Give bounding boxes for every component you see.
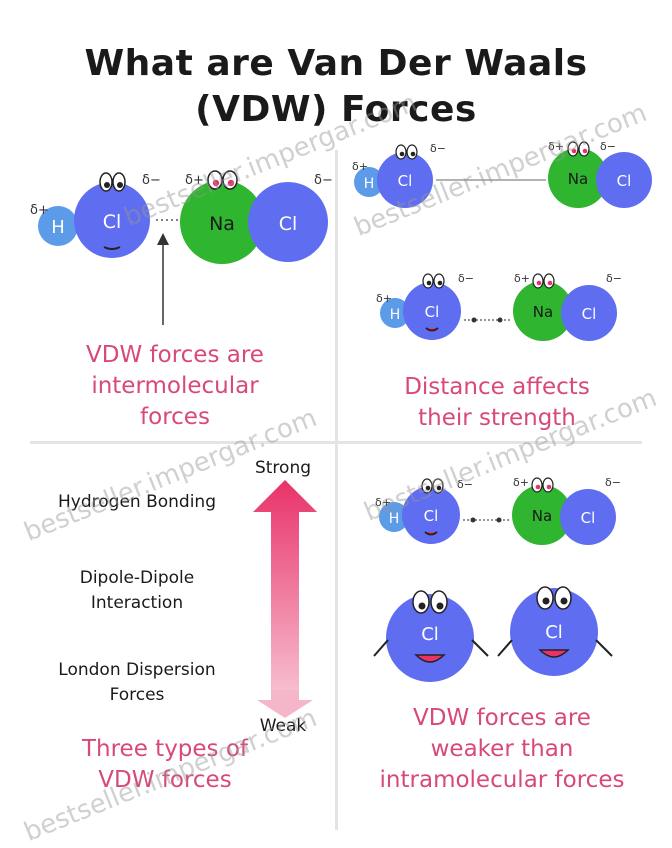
- delta-plus-label: δ+: [30, 203, 49, 218]
- delta-minus-label: δ−: [457, 478, 473, 491]
- h-atom-label: H: [389, 511, 400, 527]
- hydrogen-bonding-label: Hydrogen Bonding: [58, 492, 216, 512]
- cl-atom-label: Cl: [581, 509, 596, 527]
- eye-icon: [112, 172, 126, 192]
- delta-minus-label: δ−: [142, 173, 161, 188]
- mouth-icon: [103, 246, 121, 250]
- delta-minus-label: δ−: [606, 272, 622, 285]
- na-atom-label: Na: [209, 213, 235, 235]
- cl-atom: [596, 152, 652, 208]
- delta-minus-label: δ−: [314, 173, 333, 188]
- cl-atom: [74, 182, 150, 258]
- caption-line: Three types of: [81, 736, 249, 762]
- strength-arrow-up: [253, 480, 317, 700]
- cl-atom-label: Cl: [617, 172, 632, 190]
- caption-line: Distance affects: [404, 374, 590, 400]
- delta-minus-label: δ−: [600, 140, 616, 153]
- delta-plus-label: δ+: [548, 140, 564, 153]
- caption-top-left: VDW forces are intermolecular forces: [40, 340, 310, 433]
- h-atom: [379, 502, 409, 532]
- caption-line: VDW forces: [98, 767, 232, 793]
- vertical-divider: [335, 150, 338, 830]
- label-line: London Dispersion: [58, 660, 216, 680]
- h-atom-label: H: [51, 217, 65, 238]
- strength-arrow-down: [257, 690, 313, 718]
- na-atom-label: Na: [532, 507, 552, 525]
- label-line: Dipole-Dipole: [79, 568, 195, 588]
- delta-plus-label: δ+: [376, 292, 392, 305]
- caption-top-right: Distance affects their strength: [362, 372, 632, 434]
- cl-atom: [248, 182, 328, 262]
- cl-atom-label: Cl: [279, 213, 298, 235]
- cl-atom-label: Cl: [425, 303, 440, 321]
- delta-plus-label: δ+: [513, 476, 529, 489]
- eye-icon: [99, 172, 113, 192]
- caption-line: their strength: [418, 405, 576, 431]
- cl-atom-label: Cl: [545, 622, 563, 643]
- delta-plus-label: δ+: [185, 173, 204, 188]
- caption-line: intermolecular: [91, 373, 259, 399]
- weak-label: Weak: [259, 716, 307, 736]
- horizontal-divider: [30, 441, 642, 444]
- cl-atom-large: [510, 588, 598, 676]
- delta-minus-label: δ−: [605, 476, 621, 489]
- h-atom: [38, 206, 78, 246]
- cl-atom-label: Cl: [398, 172, 413, 190]
- page-title-line2: (VDW) Forces: [195, 89, 477, 130]
- na-atom-label: Na: [533, 303, 553, 321]
- caption-line: weaker than: [430, 736, 574, 762]
- h-atom-label: H: [390, 307, 401, 323]
- cl-atom-label: Cl: [103, 211, 122, 233]
- top-left-molecules: H Cl δ+ δ− Na Cl δ+ δ−: [30, 170, 333, 325]
- na-atom: [180, 180, 264, 264]
- top-right-molecules: H Cl δ+ δ− Na Cl δ+ δ− H Cl δ+ δ−: [352, 140, 652, 341]
- label-line: Interaction: [90, 593, 184, 613]
- delta-plus-label: δ+: [375, 496, 391, 509]
- cl-atom: [561, 285, 617, 341]
- cl-atom-label: Cl: [421, 624, 439, 645]
- delta-plus-label: δ+: [514, 272, 530, 285]
- london-dispersion-label: London Dispersion Forces: [22, 658, 252, 708]
- caption-bottom-left: Three types of VDW forces: [40, 734, 290, 796]
- cl-atom: [560, 489, 616, 545]
- na-atom: [548, 148, 608, 208]
- delta-plus-label: δ+: [352, 160, 368, 173]
- delta-minus-label: δ−: [458, 272, 474, 285]
- caption-line: forces: [140, 404, 210, 430]
- page-title-line1: What are Van Der Waals: [84, 43, 588, 84]
- caption-line: VDW forces are: [86, 342, 264, 368]
- na-atom: [513, 281, 573, 341]
- na-atom: [512, 485, 572, 545]
- cl-atom: [377, 152, 433, 208]
- strong-label: Strong: [254, 458, 312, 478]
- label-line: Forces: [109, 685, 165, 705]
- delta-minus-label: δ−: [430, 142, 446, 155]
- h-atom-label: H: [364, 176, 375, 192]
- cl-atom: [402, 486, 460, 544]
- h-atom: [380, 298, 410, 328]
- caption-line: VDW forces are: [413, 705, 591, 731]
- pointer-arrow-head: [157, 233, 169, 245]
- dipole-dipole-label: Dipole-Dipole Interaction: [22, 566, 252, 616]
- caption-line: intramolecular forces: [379, 767, 625, 793]
- na-atom-label: Na: [568, 170, 588, 188]
- cl-atom-label: Cl: [424, 507, 439, 525]
- strength-scale: [253, 480, 317, 718]
- cl-atom-large: [386, 594, 474, 682]
- cl-atom-label: Cl: [582, 305, 597, 323]
- h-atom: [354, 167, 384, 197]
- caption-bottom-right: VDW forces are weaker than intramolecula…: [344, 703, 660, 796]
- cl-atom: [403, 282, 461, 340]
- bottom-right-molecules: H Cl δ+ δ− Na Cl δ+ δ− Cl Cl: [373, 476, 621, 682]
